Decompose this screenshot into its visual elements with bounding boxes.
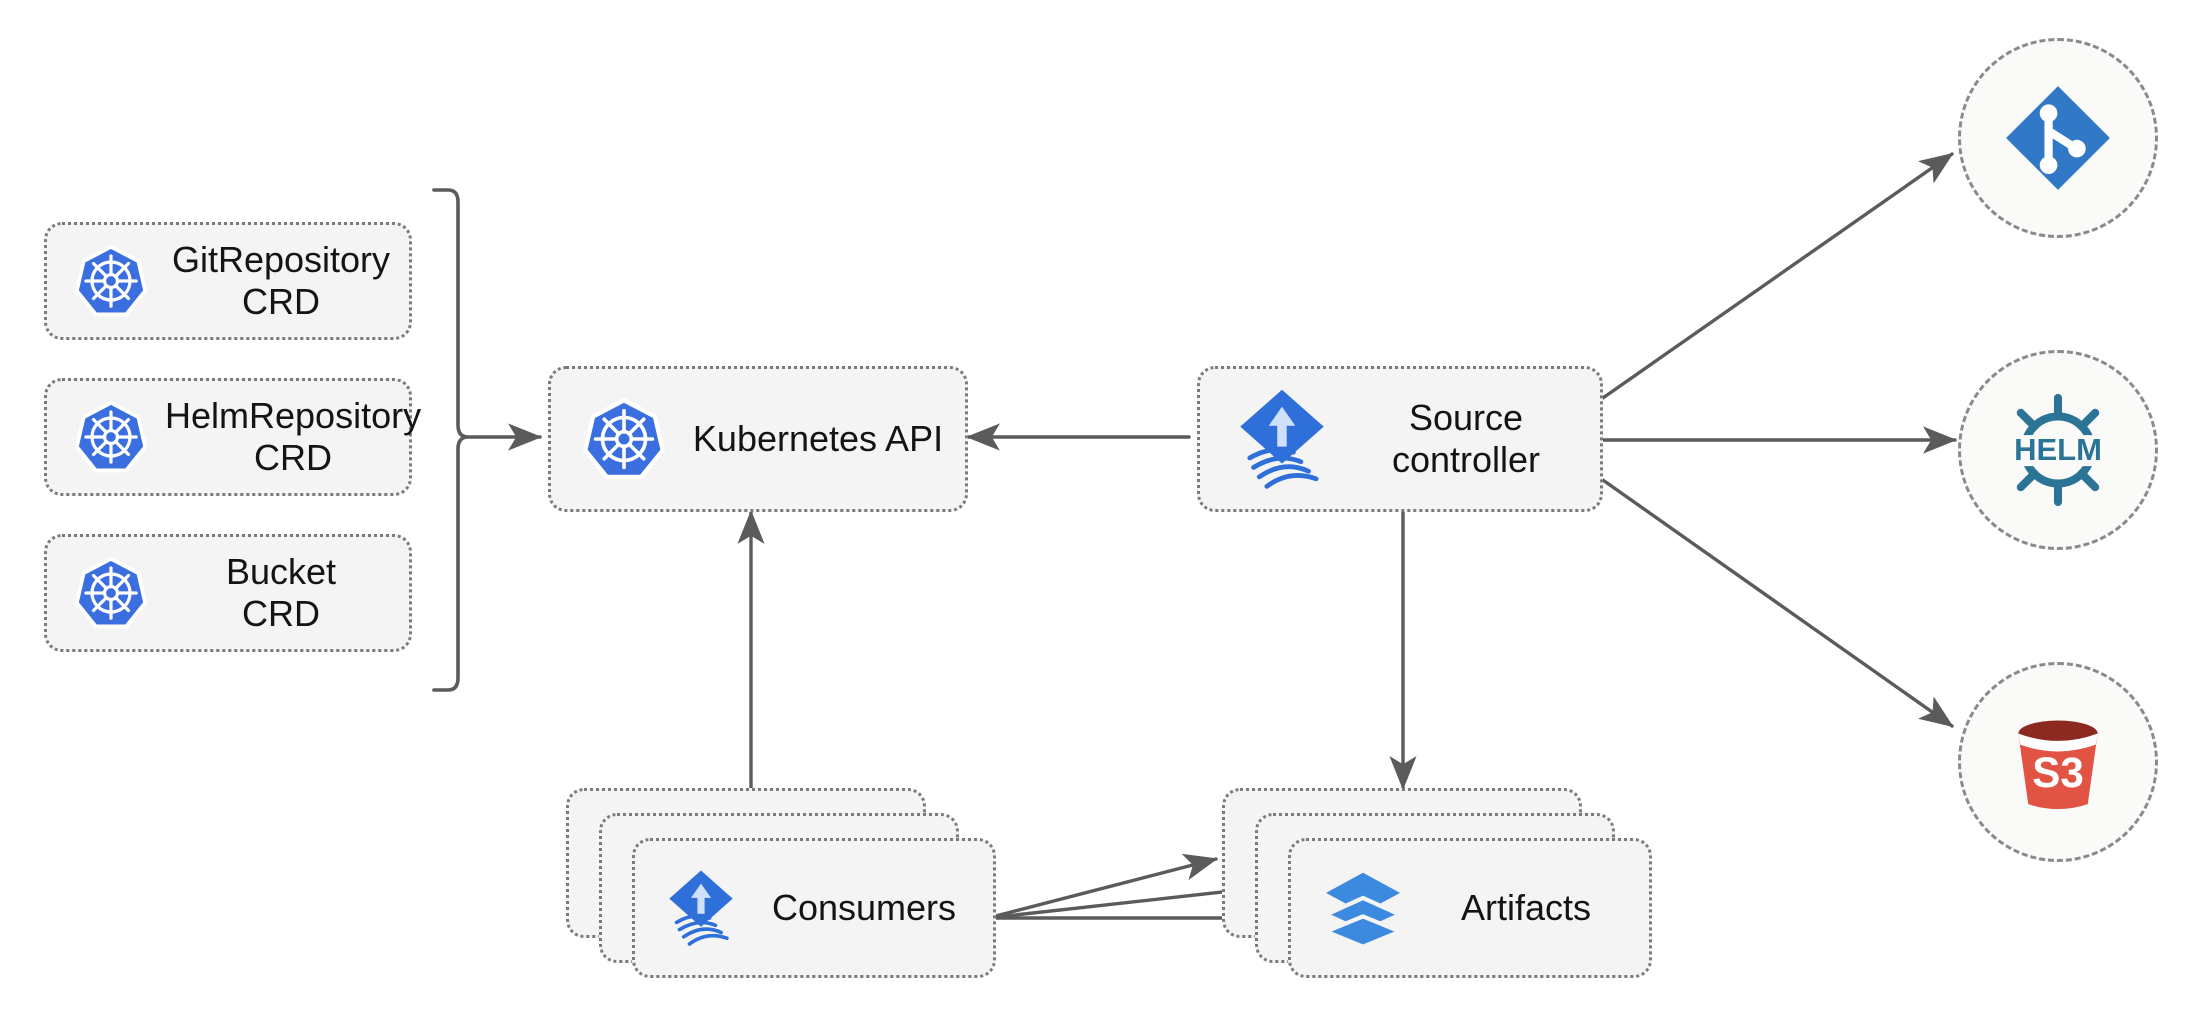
edge-consumers-to-artifacts-middle xyxy=(986,878,1261,920)
crd-label: Bucket CRD xyxy=(225,551,337,634)
s3-label: S3 xyxy=(2032,749,2084,796)
edge-consumers-to-artifacts-back xyxy=(986,853,1218,920)
node-label: Source controller xyxy=(1391,397,1541,480)
layers-icon xyxy=(1321,872,1405,949)
flux-icon xyxy=(1240,389,1324,489)
helm-icon: HELM xyxy=(2005,393,2111,507)
artifacts-stack-layer-front[interactable]: Artifacts xyxy=(1288,838,1652,978)
node-label: Consumers xyxy=(771,887,957,929)
node-consumers[interactable]: Consumers xyxy=(566,788,996,978)
flux-icon xyxy=(669,870,733,946)
node-artifacts[interactable]: Artifacts xyxy=(1222,788,1652,978)
external-git[interactable] xyxy=(1958,38,2158,238)
external-helm[interactable]: HELM xyxy=(1958,350,2158,550)
node-kubernetes-api[interactable]: Kubernetes API xyxy=(548,366,968,512)
kubernetes-icon xyxy=(582,397,666,479)
consumers-stack-layer-front[interactable]: Consumers xyxy=(632,838,996,978)
kubernetes-icon xyxy=(74,400,148,473)
crd-group-brace xyxy=(432,188,469,692)
node-source-controller[interactable]: Source controller xyxy=(1197,366,1603,512)
kubernetes-icon xyxy=(74,244,148,317)
git-icon xyxy=(2006,86,2110,190)
external-s3[interactable]: S3 xyxy=(1958,662,2158,862)
kubernetes-icon xyxy=(74,556,148,629)
edge-source-controller-to-git xyxy=(1598,152,1954,402)
node-label: Artifacts xyxy=(1460,887,1592,929)
edge-source-controller-to-s3 xyxy=(1598,476,1954,728)
crd-box-helmrepository[interactable]: HelmRepository CRD xyxy=(44,378,421,496)
helm-label: HELM xyxy=(2014,432,2102,467)
node-label: Kubernetes API xyxy=(692,418,944,460)
crd-label: HelmRepository CRD xyxy=(165,395,422,478)
s3-icon: S3 xyxy=(2018,720,2098,810)
crd-label: GitRepository CRD xyxy=(171,239,391,322)
crd-box-gitrepository[interactable]: GitRepository CRD xyxy=(44,222,412,340)
crd-box-bucket[interactable]: Bucket CRD xyxy=(44,534,412,652)
